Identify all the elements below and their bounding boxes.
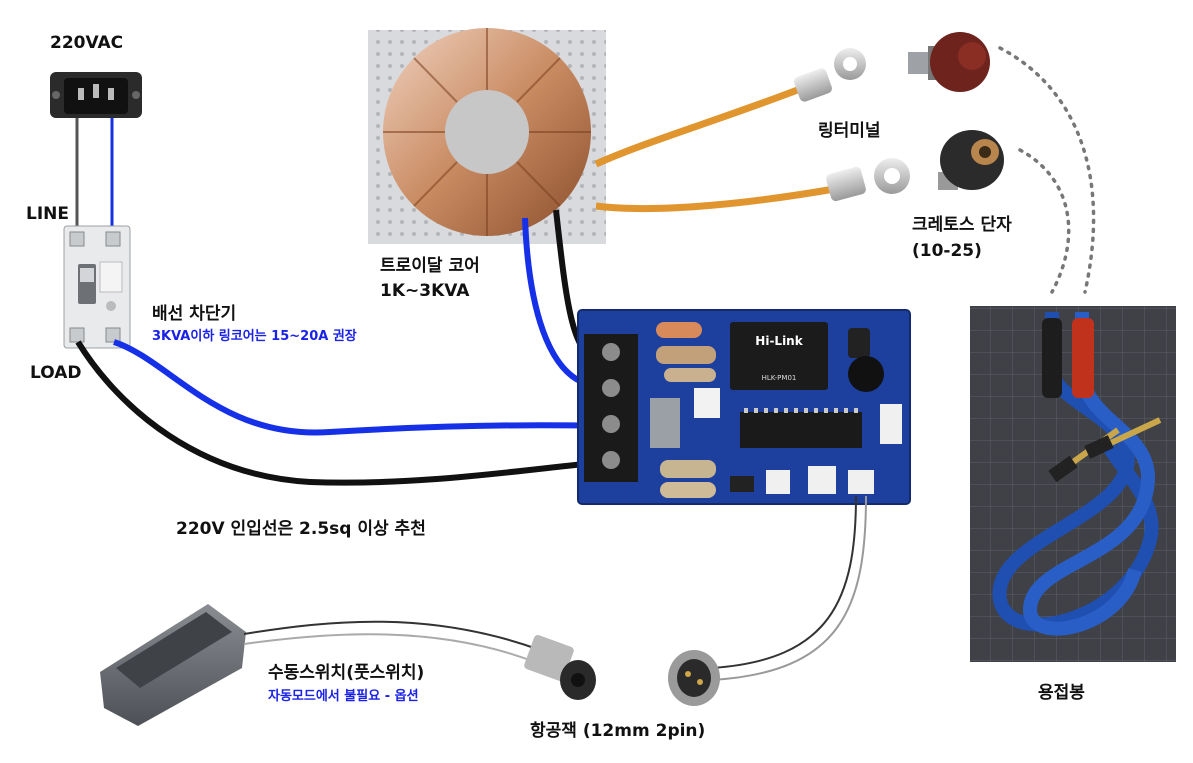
load-wire-blue: [113, 339, 605, 436]
jack-wire-1: [711, 495, 857, 669]
copper-wire-bottom: [595, 184, 841, 213]
toroid-range: 1K~3KVA: [380, 281, 470, 301]
ring-terminal-top: [793, 48, 866, 102]
aviation-jack-plug: [524, 635, 596, 700]
ac-inlet-socket: [50, 72, 142, 118]
cretos-range: (10-25): [912, 241, 982, 261]
footswitch-wire-1: [243, 620, 541, 651]
line-label: LINE: [26, 204, 69, 224]
aviation-jack-label: 항공잭 (12mm 2pin): [530, 721, 706, 741]
cretos-title: 크레토스 단자: [912, 215, 1012, 235]
load-label: LOAD: [30, 363, 82, 383]
toroidal-core: [368, 28, 606, 244]
toroid-title: 트로이달 코어: [380, 256, 480, 276]
welding-rod-label: 용접봉: [1038, 683, 1085, 703]
dotted-leader-black: [1018, 148, 1071, 294]
aviation-jack-socket: [668, 650, 720, 706]
pcb-module-label: Hi-Link: [755, 334, 803, 348]
footswitch-wire-2: [243, 633, 541, 665]
footswitch-note: 자동모드에서 불필요 - 옵션: [268, 689, 419, 704]
load-wire-black: [75, 340, 605, 486]
cretos-connector-red: [908, 32, 990, 92]
ring-terminal-label: 링터미널: [818, 121, 881, 141]
welding-rod-photo: [970, 306, 1176, 662]
pcb-module-model: HLK-PM01: [762, 374, 797, 382]
footswitch-title: 수동스위치(풋스위치): [268, 663, 425, 683]
copper-wire-top: [594, 82, 810, 168]
ring-terminal-bottom: [826, 158, 910, 202]
power-in-label: 220VAC: [50, 33, 124, 53]
cretos-connector-black: [938, 130, 1004, 190]
control-pcb: Hi-Link HLK-PM01: [577, 309, 911, 505]
circuit-breaker: [63, 225, 131, 349]
jack-wire-2: [711, 495, 867, 681]
breaker-title: 배선 차단기: [152, 304, 237, 324]
dotted-leader-red: [998, 46, 1096, 294]
foot-switch: [100, 604, 246, 726]
breaker-note: 3KVA이하 링코어는 15~20A 권장: [152, 329, 357, 344]
wire-note: 220V 인입선은 2.5sq 이상 추천: [176, 519, 426, 539]
